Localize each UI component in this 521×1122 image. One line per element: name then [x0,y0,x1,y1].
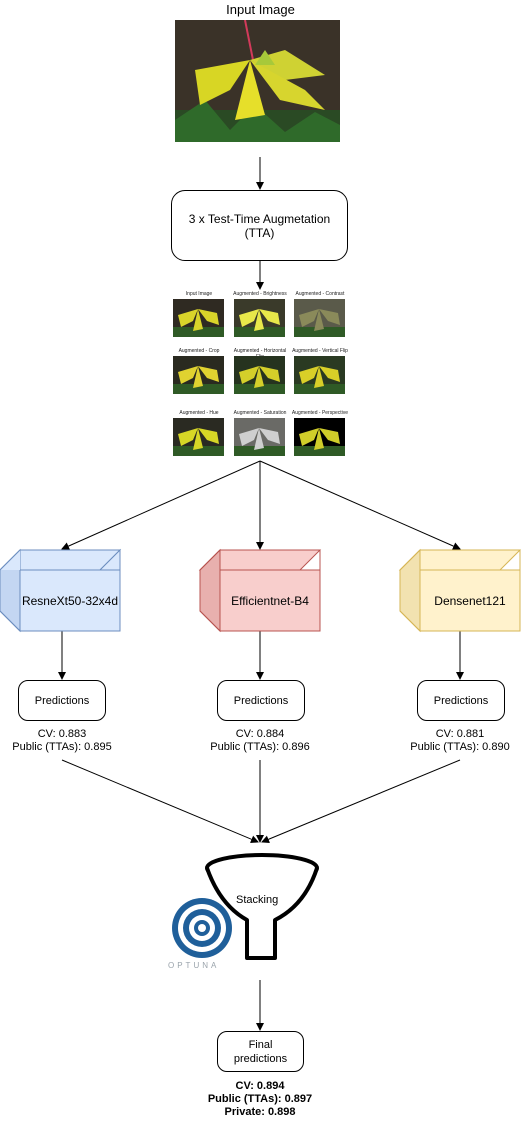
augmentation-thumbnail-label: Augmented - Hue [179,410,219,416]
scores-densenet: CV: 0.881 Public (TTAs): 0.890 [398,728,521,754]
predictions-box-efficientnet: Predictions [217,680,305,721]
final-predictions-label: Final predictions [233,1038,288,1065]
augmentation-thumbnail [173,299,224,337]
public-score: Public (TTAs): 0.896 [210,741,310,753]
cv-score: CV: 0.884 [235,728,285,740]
scores-resnext: CV: 0.883 Public (TTAs): 0.895 [0,728,124,754]
leaf-photo-icon [175,20,340,142]
augmentation-thumbnail [173,418,224,456]
predictions-label: Predictions [433,694,489,707]
augmentation-thumbnail [234,356,285,394]
public-score: Public (TTAs): 0.890 [410,741,510,753]
augmentation-thumbnail-label: Augmented - Brightness [233,291,287,297]
optuna-logo-icon [172,898,232,958]
augmentation-thumbnail [294,356,345,394]
final-private-score: Private: 0.898 [224,1106,296,1118]
public-score: Public (TTAs): 0.895 [12,741,112,753]
augmentation-thumbnail-label: Augmented - Saturation [233,410,287,416]
model-label-densenet: Densenet121 [434,593,506,608]
scores-efficientnet: CV: 0.884 Public (TTAs): 0.896 [198,728,322,754]
final-scores: CV: 0.894 Public (TTAs): 0.897 Private: … [160,1080,360,1119]
augmentation-thumbnail-label: Augmented - Contrast [295,291,345,297]
final-public-score: Public (TTAs): 0.897 [207,1093,313,1105]
augmentation-thumbnail-label: Augmented - Vertical Flip [292,348,348,354]
augmentation-thumbnail-label: Augmented - Crop [178,348,220,354]
cv-score: CV: 0.881 [435,728,485,740]
cube-resnext [0,548,122,633]
augmentation-thumbnail [294,299,345,337]
augmentation-thumbnail [234,299,285,337]
arrow-pred1-to-stacking [61,759,259,843]
tta-box: 3 x Test-Time Augmetation (TTA) [171,190,348,261]
augmentation-thumbnail [294,418,345,456]
augmentation-thumbnail-label: Input Image [185,291,213,297]
stacking-label: Stacking [236,894,279,906]
cv-score: CV: 0.883 [37,728,87,740]
augmentation-thumbnail [173,356,224,394]
optuna-label: OPTUNA [168,961,220,970]
arrow-to-resnext [61,460,261,550]
input-leaf-image [175,20,340,142]
model-label-resnext: ResneXt50-32x4d [21,593,119,608]
arrow-pred3-to-stacking [261,759,461,844]
model-label-efficientnet: Efficientnet-B4 [231,593,309,608]
funnel-icon [205,853,319,960]
predictions-label: Predictions [34,694,90,707]
augmentation-thumbnail [234,418,285,456]
final-cv-score: CV: 0.894 [235,1080,285,1092]
tta-box-label: 3 x Test-Time Augmetation (TTA) [188,211,331,240]
cube-densenet [398,548,521,633]
predictions-box-resnext: Predictions [18,680,106,721]
predictions-label: Predictions [233,694,289,707]
final-predictions-box: Final predictions [217,1031,304,1072]
augmentation-thumbnail-label: Augmented - Perspective [291,410,349,416]
predictions-box-densenet: Predictions [417,680,505,721]
input-image-title: Input Image [226,2,295,17]
cube-efficientnet [198,548,322,633]
arrow-to-densenet [259,460,461,550]
